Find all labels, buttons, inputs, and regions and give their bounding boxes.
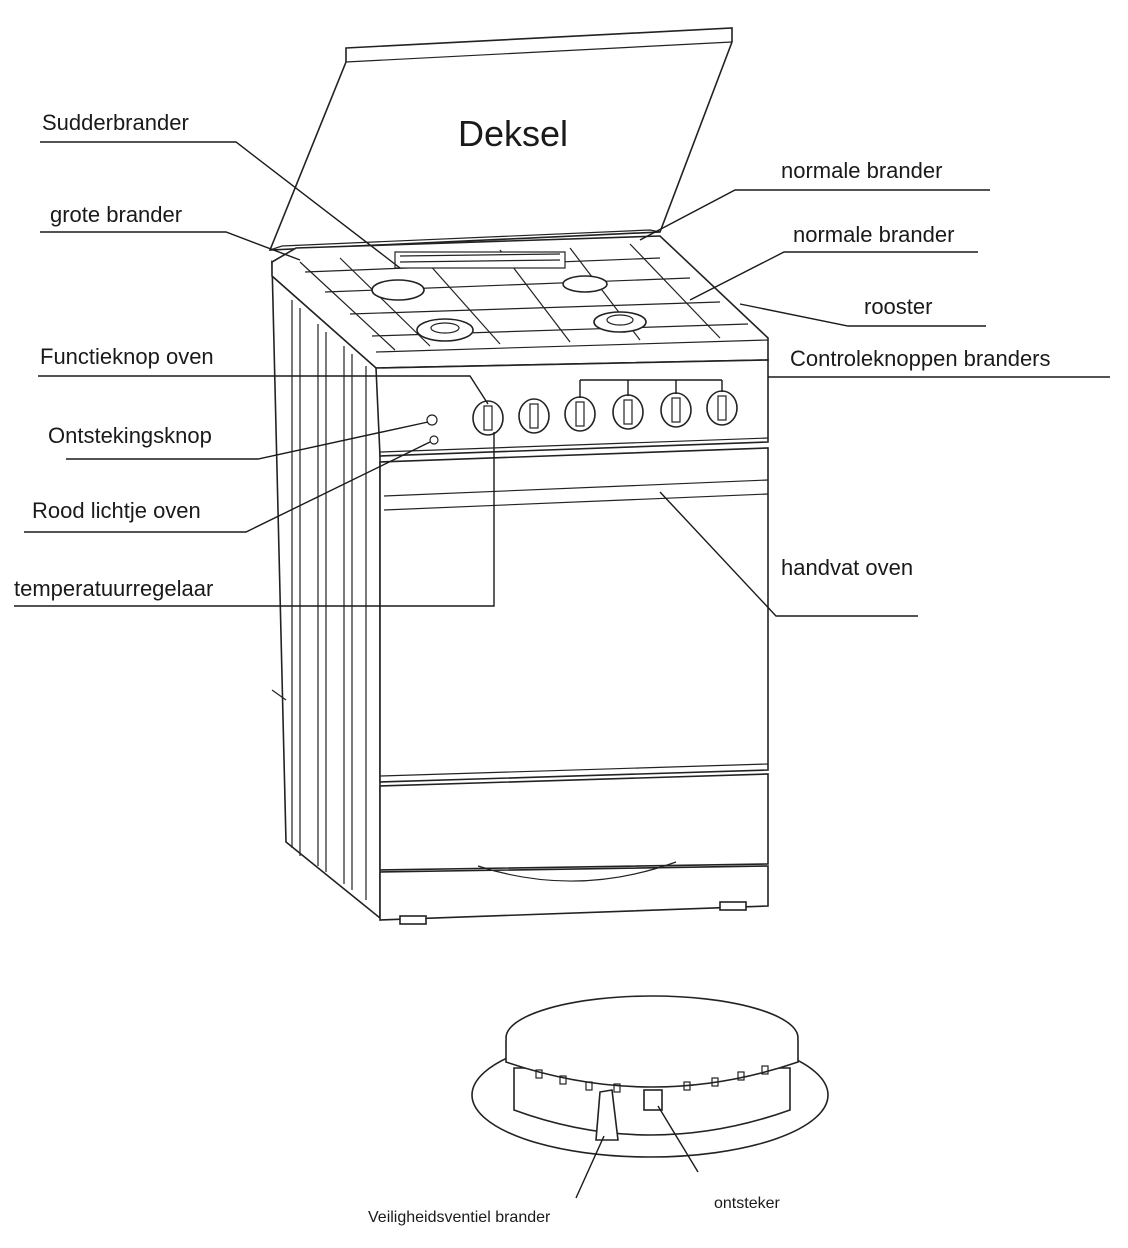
- label-temperatuurregelaar: temperatuurregelaar: [14, 576, 213, 601]
- label-handvat-oven: handvat oven: [781, 555, 913, 580]
- label-rooster: rooster: [864, 294, 932, 319]
- lid-drawing: [268, 27, 733, 251]
- knobs-drawing: [472, 390, 738, 436]
- label-ontsteker: ontsteker: [714, 1195, 780, 1212]
- labels: Deksel Sudderbrander grote brander norma…: [14, 110, 1051, 1226]
- stove-illustration: [268, 27, 829, 1158]
- label-normale-brander-2: normale brander: [793, 222, 954, 247]
- side-panel-drawing: [271, 260, 381, 920]
- label-controleknoppen-branders: Controleknoppen branders: [790, 346, 1051, 371]
- label-rood-lichtje-oven: Rood lichtje oven: [32, 498, 201, 523]
- leader-lines: [14, 141, 1110, 1199]
- label-functieknop-oven: Functieknop oven: [40, 344, 214, 369]
- label-ontstekingsknop: Ontstekingsknop: [48, 423, 212, 448]
- label-deksel: Deksel: [458, 113, 568, 154]
- control-panel-drawing: [375, 359, 769, 457]
- label-grote-brander: grote brander: [50, 202, 182, 227]
- oven-door-drawing: [379, 447, 769, 783]
- label-veiligheidsventiel-brander: Veiligheidsventiel brander: [368, 1209, 551, 1226]
- burner-detail-drawing: [471, 995, 829, 1158]
- drawer-drawing: [379, 773, 769, 925]
- hob-drawing: [271, 235, 769, 369]
- label-sudderbrander: Sudderbrander: [42, 110, 189, 135]
- label-normale-brander-1: normale brander: [781, 158, 942, 183]
